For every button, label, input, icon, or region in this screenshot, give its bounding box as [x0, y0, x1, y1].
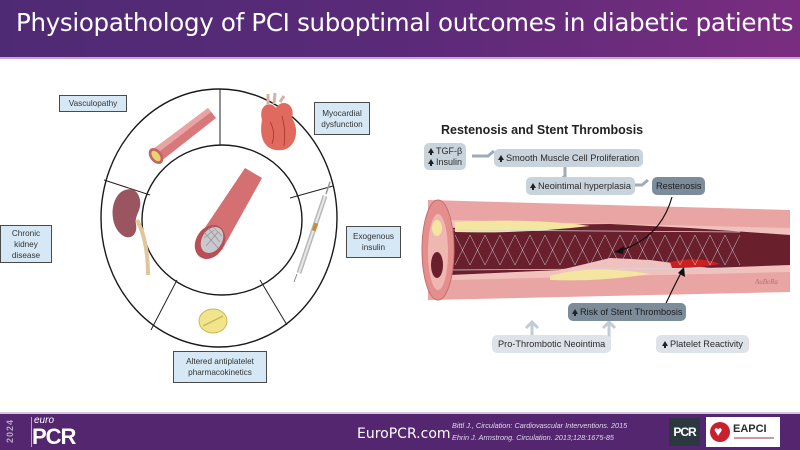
heart-logo-icon	[710, 422, 730, 442]
eapci-subtitle-line	[734, 437, 774, 439]
divider	[103, 179, 151, 196]
pill-triggers: TGF-β Insulin	[424, 143, 467, 170]
label-text: Altered antiplatelet	[186, 357, 254, 366]
artery-icon	[148, 108, 216, 164]
slide-title: Physiopathology of PCI suboptimal outcom…	[16, 8, 794, 37]
label-text: pharmacokinetics	[188, 368, 252, 377]
divider	[150, 279, 178, 331]
kidney-icon	[112, 189, 150, 276]
pill-stent-thrombosis-risk: Risk of Stent Thrombosis	[568, 303, 687, 321]
artery-illustration: AuBeRa	[421, 149, 790, 338]
stent-icon	[194, 168, 262, 259]
label-text: Myocardial	[322, 108, 362, 118]
pill-icon	[198, 308, 228, 334]
trigger-tgf: TGF-β	[428, 146, 462, 157]
pill-smc-proliferation: Smooth Muscle Cell Proliferation	[494, 149, 644, 167]
year-text: 2024	[5, 418, 16, 444]
europcr-logo: PCR	[32, 424, 76, 449]
pill-text: Pro-Thrombotic Neointima	[498, 339, 606, 349]
artist-signature: AuBeRa	[754, 278, 778, 286]
trigger-text: Insulin	[436, 156, 463, 167]
flow-arrow	[632, 178, 649, 187]
logo-euro-text: euro	[34, 415, 55, 426]
increase-arrow-icon	[662, 340, 668, 348]
trigger-insulin: Insulin	[428, 157, 462, 168]
title-bar: Physiopathology of PCI suboptimal outcom…	[0, 0, 800, 59]
pill-platelet-reactivity: Platelet Reactivity	[656, 335, 750, 353]
label-text: kidney disease	[11, 239, 41, 260]
pill-text: Risk of Stent Thrombosis	[580, 307, 683, 317]
label-text: dysfunction	[321, 119, 363, 129]
heart-icon	[261, 92, 297, 151]
label-vasculopathy: Vasculopathy	[59, 95, 127, 112]
label-text: Exogenous	[353, 232, 394, 241]
pill-neointimal-hyperplasia: Neointimal hyperplasia	[526, 177, 635, 195]
divider	[289, 185, 334, 199]
increase-arrow-icon	[498, 154, 504, 162]
pcr-badge-logo: PCR	[669, 418, 700, 446]
pill-text: Platelet Reactivity	[670, 339, 744, 349]
label-text: Vasculopathy	[68, 99, 118, 108]
label-altered-antiplatelet: Altered antiplatelet pharmacokinetics	[173, 351, 267, 383]
label-chronic-kidney-disease: Chronic kidney disease	[0, 225, 52, 263]
pill-restenosis: Restenosis	[652, 177, 706, 195]
footer-bar: 2024 euro PCR EuroPCR.com Bittl J., Circ…	[0, 412, 800, 450]
pill-text: Restenosis	[656, 181, 702, 191]
increase-arrow-icon	[428, 158, 434, 166]
label-text: Chronic	[11, 228, 41, 238]
references: Bittl J., Circulation: Cardiovascular In…	[452, 420, 627, 444]
increase-arrow-icon	[572, 308, 578, 316]
restenosis-diagram: Restenosis and Stent Thrombosis	[410, 60, 800, 412]
pill-pro-thrombotic-neointima: Pro-Thrombotic Neointima	[492, 335, 612, 353]
eapci-text: EAPCI	[733, 423, 767, 435]
restenosis-title: Restenosis and Stent Thrombosis	[441, 123, 644, 137]
divider	[259, 279, 288, 326]
increase-arrow-icon	[428, 147, 434, 155]
website-link[interactable]: EuroPCR.com	[357, 426, 451, 442]
eapci-logo: EAPCI	[706, 417, 780, 447]
event-year: 2024	[5, 414, 18, 450]
factor-wheel	[100, 88, 338, 348]
reference-line: Bittl J., Circulation: Cardiovascular In…	[452, 421, 628, 430]
footer-divider	[0, 412, 800, 414]
pill-text: Neointimal hyperplasia	[538, 181, 631, 191]
increase-arrow-icon	[530, 182, 536, 190]
reference-line: Ehrin J. Armstrong. Circulation. 2013;12…	[452, 433, 614, 442]
diabetes-factors-diagram: Vasculopathy Myocardial dysfunction Chro…	[0, 60, 410, 412]
pointer-arrow	[614, 196, 673, 253]
arrowhead	[678, 267, 685, 277]
label-myocardial-dysfunction: Myocardial dysfunction	[314, 102, 370, 135]
label-exogenous-insulin: Exogenous insulin	[346, 226, 401, 258]
logo-separator	[31, 417, 32, 447]
syringe-icon	[293, 181, 331, 283]
label-text: insulin	[361, 243, 386, 252]
stented-artery-icon	[421, 199, 790, 301]
pill-text: Smooth Muscle Cell Proliferation	[506, 153, 640, 163]
trigger-text: TGF-β	[436, 145, 463, 156]
flow-arrow	[472, 149, 495, 158]
arrowhead	[615, 246, 624, 254]
